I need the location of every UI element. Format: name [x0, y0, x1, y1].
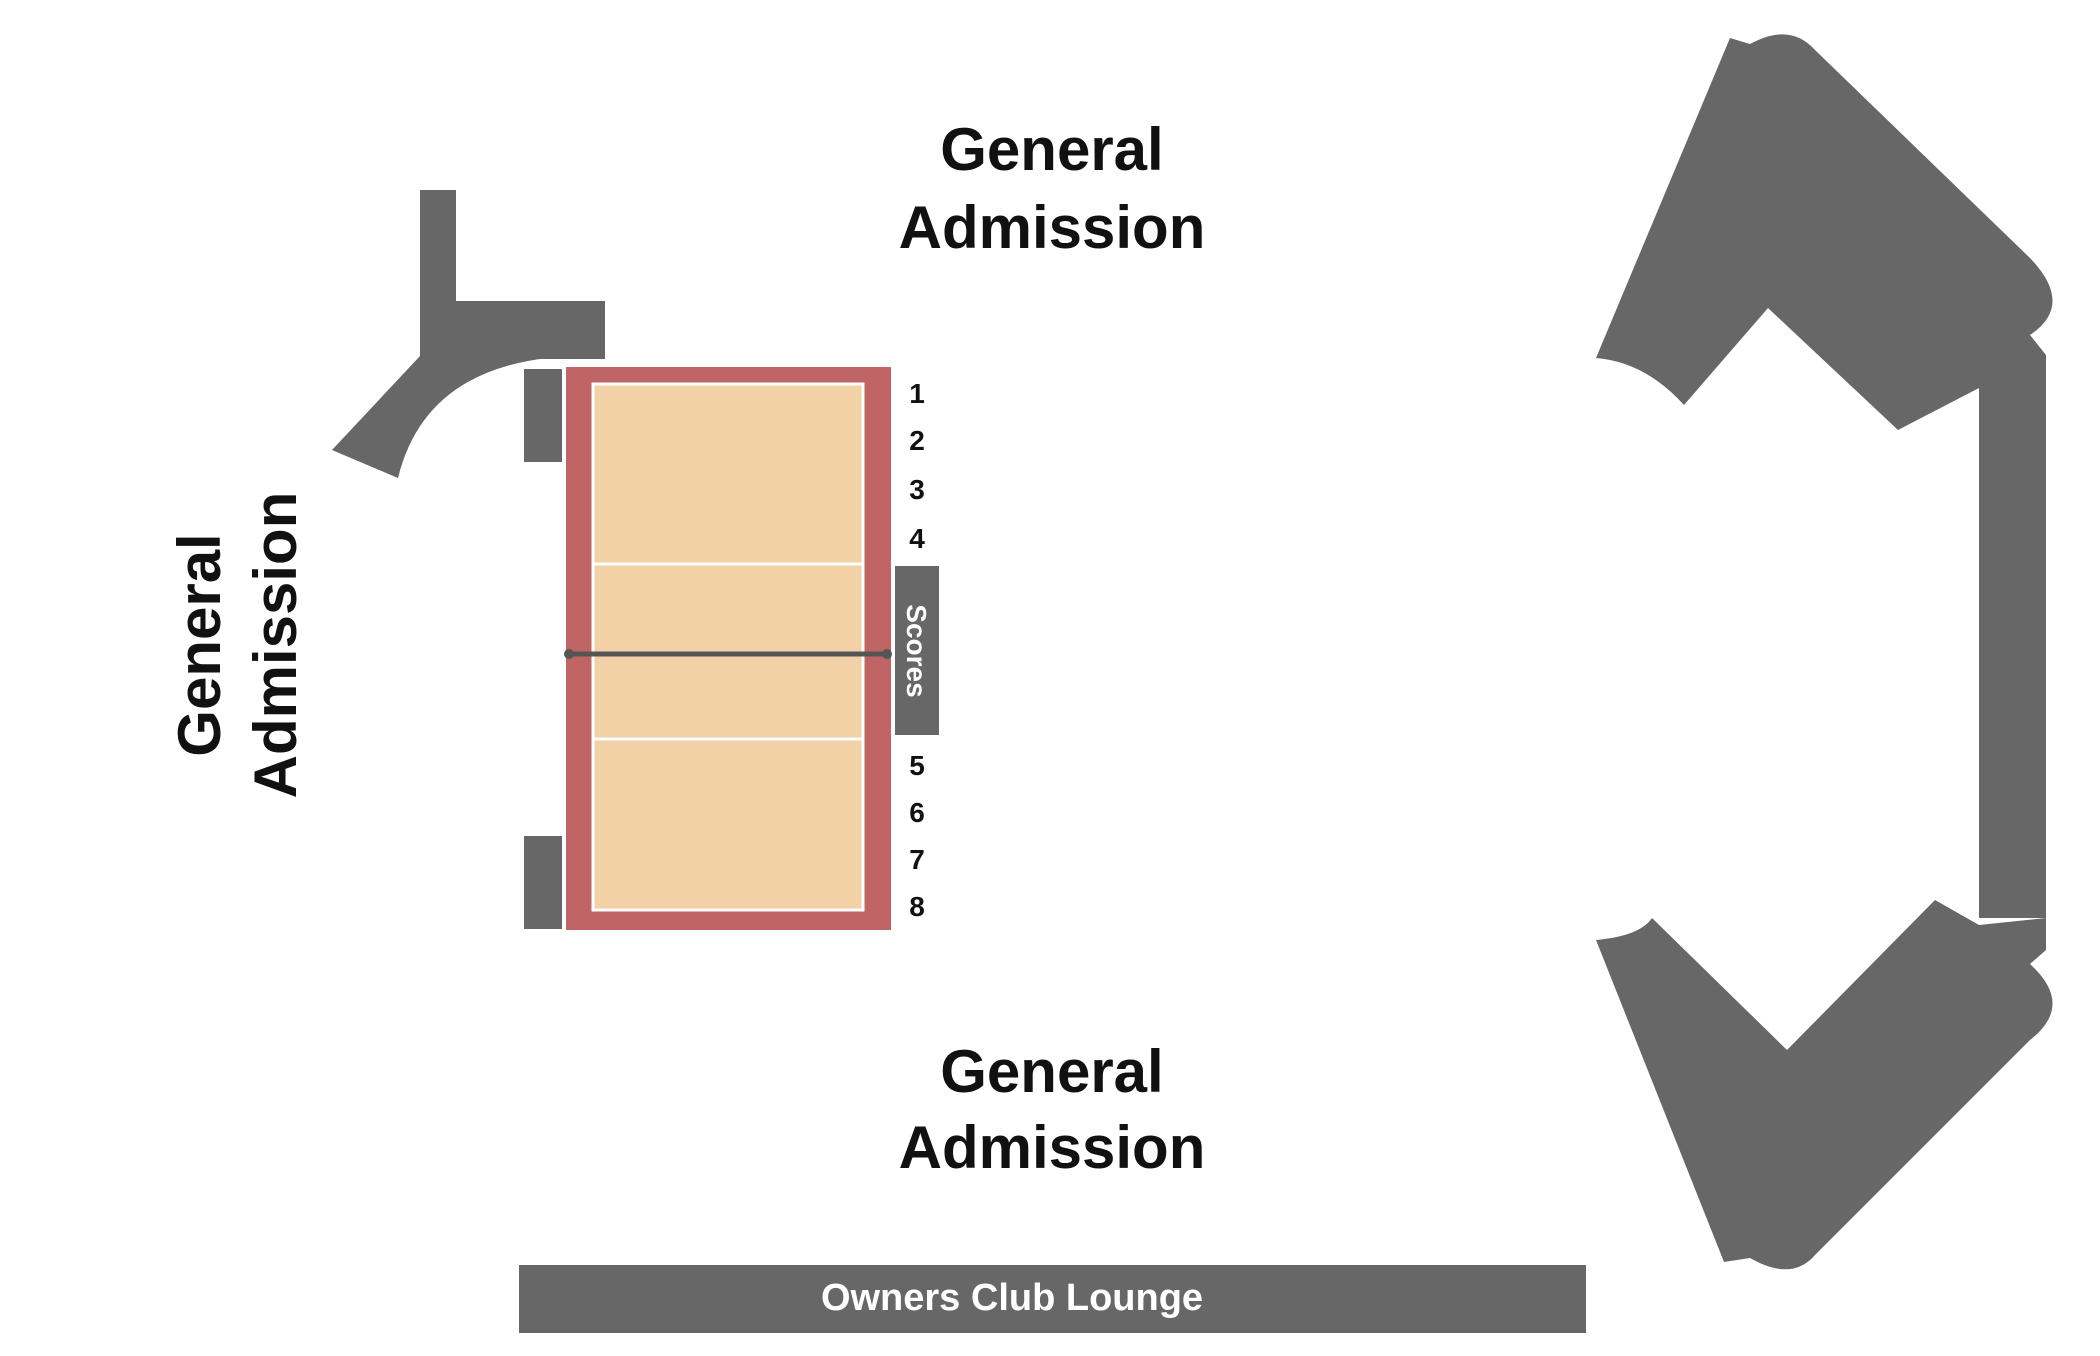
right-stage-structure[interactable]: [1596, 34, 2053, 1270]
section-label-left-line1: General: [166, 533, 233, 756]
row-label[interactable]: 4: [909, 523, 925, 554]
row-label[interactable]: 5: [909, 750, 925, 781]
section-label-bottom-line2: Admission: [899, 1114, 1206, 1181]
section-label-bottom-line1: General: [940, 1038, 1163, 1105]
lounge-label: Owners Club Lounge: [821, 1277, 1203, 1319]
row-label[interactable]: 6: [909, 797, 925, 828]
court-boundary-line: [591, 382, 865, 912]
section-general-admission-left[interactable]: General Admission: [166, 492, 309, 799]
scoreboard-block: [895, 566, 939, 735]
row-label[interactable]: 8: [909, 891, 925, 922]
row-label[interactable]: 1: [909, 378, 925, 409]
upper-left-curved-arm: [332, 330, 548, 478]
row-labels-lower: 5 6 7 8: [909, 750, 925, 922]
right-lower-wing: [1596, 900, 2053, 1270]
row-labels-upper: 1 2 3 4: [909, 378, 925, 554]
lounge-bar: [519, 1265, 1586, 1333]
row-label[interactable]: 3: [909, 474, 925, 505]
row-label[interactable]: 7: [909, 844, 925, 875]
upper-left-structure: [332, 190, 605, 478]
volleyball-court: [564, 367, 892, 930]
net-post-right: [882, 649, 892, 659]
bench-lower-left[interactable]: [524, 836, 562, 929]
scoreboard[interactable]: Scores: [895, 566, 939, 735]
court-surface: [593, 384, 863, 910]
bench-upper-left[interactable]: [524, 369, 562, 462]
net-post-left: [564, 649, 574, 659]
section-label-top-line1: General: [940, 116, 1163, 183]
section-general-admission-bottom[interactable]: General Admission: [899, 1038, 1206, 1181]
owners-club-lounge[interactable]: Owners Club Lounge: [519, 1265, 1586, 1333]
right-upper-wing: [1596, 34, 2053, 918]
scoreboard-label: Scores: [901, 604, 932, 697]
section-general-admission-top[interactable]: General Admission: [899, 116, 1206, 261]
section-label-left-line2: Admission: [242, 492, 309, 799]
row-label[interactable]: 2: [909, 425, 925, 456]
section-label-top-line2: Admission: [899, 194, 1206, 261]
